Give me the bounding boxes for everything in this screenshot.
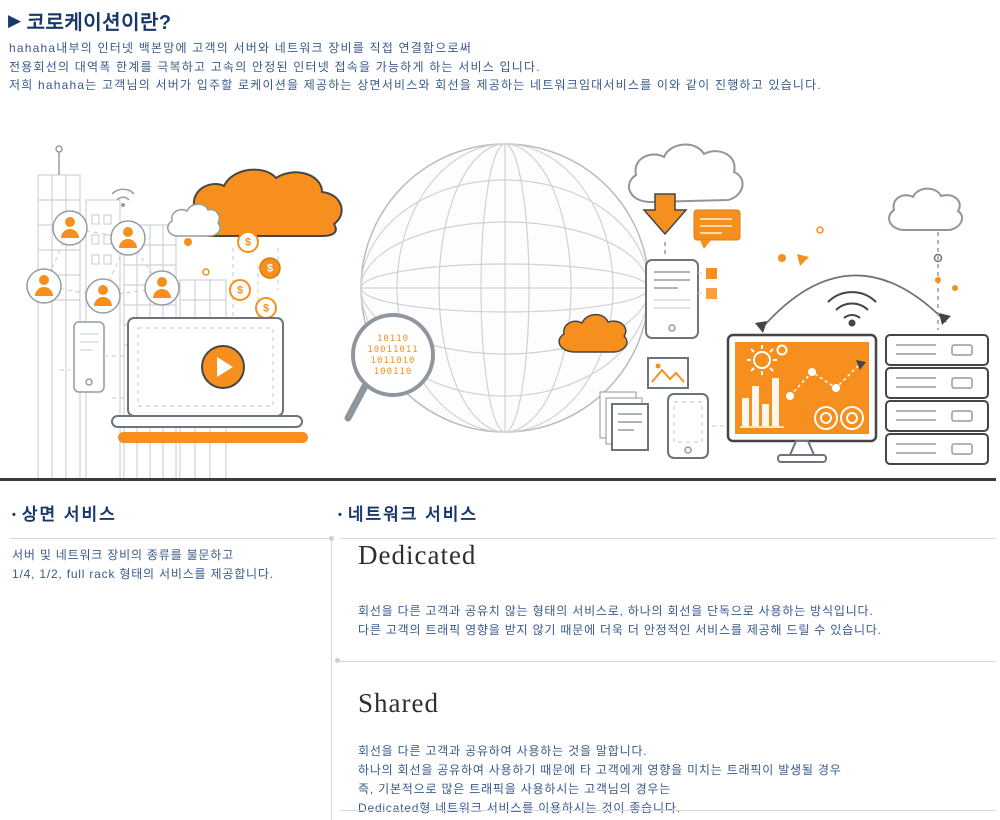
intro-line: 저희 hahaha는 고객님의 서버가 입주할 로케이션을 제공하는 상면서비스… bbox=[9, 78, 822, 92]
floor-service-title: 상면 서비스 bbox=[21, 505, 117, 524]
dedicated-title: Dedicated bbox=[358, 540, 477, 570]
divider-dot bbox=[335, 658, 340, 663]
laptop-video-icon bbox=[60, 317, 308, 443]
dedicated-description: 회선을 다른 고객과 공유치 않는 형태의 서비스로, 하나의 회선을 단독으로… bbox=[358, 602, 882, 640]
play-icon bbox=[217, 357, 233, 377]
media-files-icon bbox=[599, 357, 726, 459]
download-cloud-icon bbox=[628, 143, 744, 258]
title-arrow-icon: ▶ bbox=[8, 11, 22, 30]
shared-line: 하나의 회선을 공유하여 사용하기 때문에 타 고객에게 영향을 미치는 트래픽… bbox=[358, 763, 842, 777]
bullet-icon: • bbox=[12, 509, 18, 521]
shared-line: 회선을 다른 고객과 공유하여 사용하는 것을 말합니다. bbox=[358, 744, 648, 758]
network-heading-rule bbox=[340, 538, 996, 539]
floor-heading-rule bbox=[10, 538, 330, 539]
floor-line: 1/4, 1/2, full rack 형태의 서비스를 제공합니다. bbox=[12, 567, 274, 581]
download-arrow-icon bbox=[642, 193, 688, 236]
gear-icon bbox=[747, 344, 788, 375]
shared-line: 즉, 기본적으로 많은 트래픽을 사용하시는 고객님의 경우는 bbox=[358, 782, 672, 796]
colocation-illustration: $ $ bbox=[0, 130, 1000, 482]
svg-text:10011011: 10011011 bbox=[367, 345, 418, 355]
server-cloud-icon bbox=[888, 187, 964, 330]
shared-bottom-rule bbox=[340, 810, 996, 811]
floor-line: 서버 및 네트워크 장비의 종류를 불문하고 bbox=[12, 548, 234, 562]
divider-dot bbox=[329, 536, 334, 541]
floor-service-heading: •상면 서비스 bbox=[12, 500, 117, 525]
shared-title: Shared bbox=[358, 688, 439, 718]
svg-text:1011010: 1011010 bbox=[371, 356, 416, 366]
intro-line: 전용회선의 대역폭 한계를 극복하고 고속의 안정된 인터넷 접속을 가능하게 … bbox=[9, 59, 541, 74]
column-divider bbox=[331, 538, 332, 820]
server-rack-icon bbox=[885, 334, 989, 465]
binary-code-text: 10110 10011011 1011010 100110 bbox=[367, 334, 418, 377]
donut-gauges-icon bbox=[814, 406, 864, 430]
network-service-title: 네트워크 서비스 bbox=[347, 505, 479, 524]
floor-service-description: 서버 및 네트워크 장비의 종류를 불문하고 1/4, 1/2, full ra… bbox=[12, 546, 274, 584]
intro-paragraph: hahaha내부의 인터넷 백본망에 고객의 서버와 네트워크 장비를 직접 연… bbox=[9, 39, 822, 95]
page-title-text: 코로케이션이란? bbox=[26, 12, 172, 34]
chat-bubble-icon bbox=[693, 209, 741, 249]
falling-coins-icon bbox=[229, 231, 281, 339]
dashboard-monitor-icon bbox=[726, 333, 878, 463]
bullet-icon: • bbox=[338, 509, 344, 521]
intro-line: hahaha내부의 인터넷 백본망에 고객의 서버와 네트워크 장비를 직접 연… bbox=[9, 41, 472, 55]
shared-line: Dedicated형 네트워크 서비스를 이용하시는 것이 좋습니다. bbox=[358, 801, 681, 815]
network-service-heading: •네트워크 서비스 bbox=[338, 500, 478, 525]
small-orange-cloud-icon bbox=[558, 313, 628, 353]
wifi-small-icon bbox=[111, 188, 135, 207]
dedicated-bottom-rule bbox=[340, 661, 996, 662]
svg-text:100110: 100110 bbox=[374, 367, 413, 377]
document-phone-icon bbox=[645, 259, 717, 339]
people-network-icon bbox=[26, 210, 210, 314]
bar-chart-icon bbox=[740, 378, 784, 428]
shared-description: 회선을 다른 고객과 공유하여 사용하는 것을 말합니다. 하나의 회선을 공유… bbox=[358, 742, 842, 818]
dedicated-line: 회선을 다른 고객과 공유치 않는 형태의 서비스로, 하나의 회선을 단독으로… bbox=[358, 604, 874, 618]
svg-text:10110: 10110 bbox=[377, 334, 409, 344]
network-graph-icon bbox=[786, 360, 866, 400]
dedicated-line: 다른 고객의 트래픽 영향을 받지 않기 때문에 더욱 더 안정적인 서비스를 … bbox=[358, 623, 882, 637]
page-title: ▶ 코로케이션이란? bbox=[8, 6, 172, 35]
magnifier-icon: 10110 10011011 1011010 100110 bbox=[344, 313, 435, 422]
wifi-arc-icon bbox=[755, 226, 958, 333]
money-cloud-icon bbox=[167, 168, 343, 237]
